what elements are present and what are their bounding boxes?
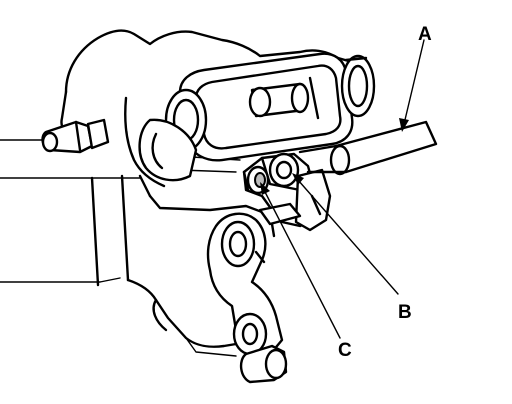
tool-a [298, 120, 438, 176]
callout-label-a: A [418, 24, 432, 45]
actuator-block [164, 52, 376, 162]
callout-label-b: B [398, 302, 412, 323]
left-bolt [41, 118, 110, 154]
callout-leader-b [292, 173, 399, 295]
callout-label-c: C [338, 340, 352, 361]
callout-leader-c [260, 182, 341, 339]
housing-outline [0, 29, 354, 357]
left-housing [138, 118, 198, 182]
lever-bracket [242, 152, 332, 238]
linkage-arm [206, 212, 288, 384]
callout-leader-a [399, 39, 425, 132]
